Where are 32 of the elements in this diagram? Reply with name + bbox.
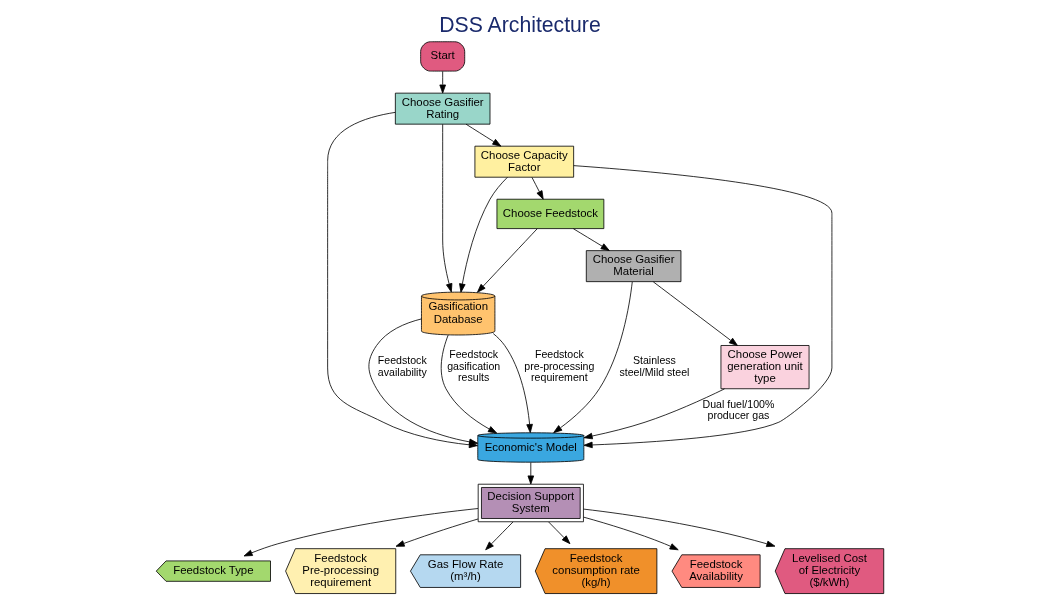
node-box: Start	[419, 41, 465, 72]
arrow	[395, 518, 478, 547]
node-box: Choose Gasifier Material	[585, 250, 681, 283]
arrow	[527, 462, 534, 485]
arrow	[582, 508, 775, 548]
arrow	[492, 333, 533, 434]
node-box: Choose Power generation unit type	[720, 345, 809, 390]
edge-label: Feedstock gasification results	[446, 348, 500, 384]
arrow	[582, 516, 679, 551]
edge-label: Dual fuel/100% producer gas	[702, 397, 774, 422]
edge-label: Feedstock pre-processing requirement	[523, 348, 594, 384]
arrow	[652, 281, 738, 346]
arrow	[440, 334, 497, 434]
arrow	[547, 521, 570, 545]
arrow	[458, 176, 508, 293]
node-box: Choose Capacity Factor	[474, 145, 574, 178]
node-box: Choose Feedstock	[496, 198, 604, 229]
arrow	[583, 388, 725, 440]
arrow	[465, 123, 501, 147]
arrow	[572, 165, 832, 449]
diagram-title: DSS Architecture	[438, 12, 601, 36]
edge-label: Feedstock availability	[377, 354, 427, 378]
arrow	[243, 508, 478, 557]
arrow	[438, 70, 446, 94]
arrow	[552, 281, 633, 434]
arrow	[531, 177, 544, 200]
arrow	[484, 521, 513, 551]
node-box: Choose Gasifier Rating	[394, 92, 490, 125]
edge-label: Stainless steel/Mild steel	[618, 354, 689, 378]
arrow	[476, 228, 538, 293]
arrow	[572, 228, 610, 251]
arrow	[441, 123, 452, 293]
